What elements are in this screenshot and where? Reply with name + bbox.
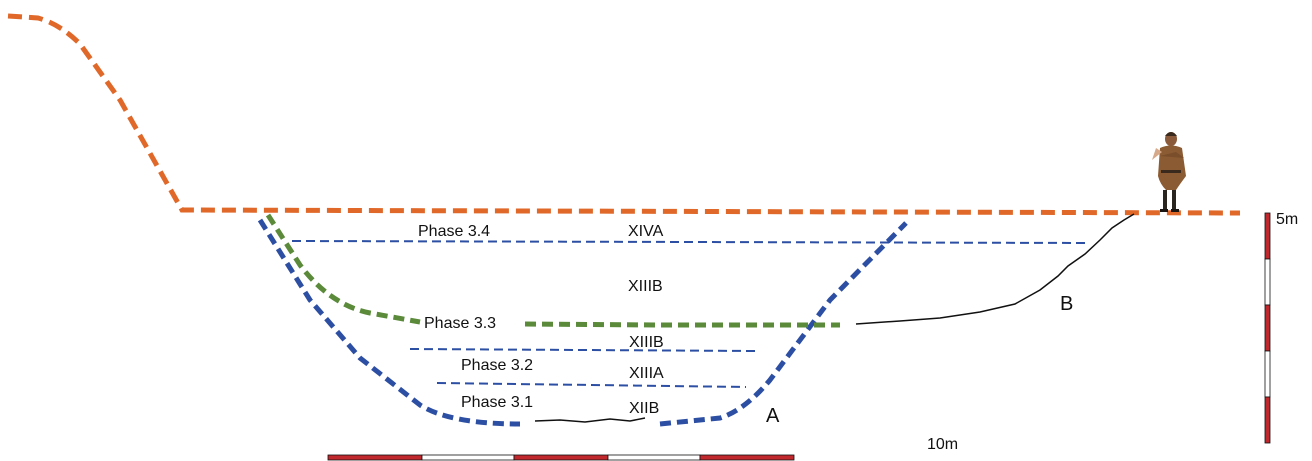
label-phase-3-2: Phase 3.2 [461, 357, 533, 374]
label-xiiib-upper: XIIIB [628, 278, 663, 295]
vertical-scale-label: 5m [1276, 211, 1298, 228]
label-phase-3-3: Phase 3.3 [424, 315, 496, 332]
label-xiib: XIIB [629, 400, 659, 417]
horizontal-scale-bar [327, 454, 795, 461]
vertical-scale-bar [1264, 212, 1271, 444]
label-xiiia: XIIIA [629, 365, 664, 382]
ditch-cut-line [257, 218, 521, 427]
layer-line-xiiia [436, 382, 747, 388]
bottom-surface-line [534, 417, 646, 423]
phase-3-3-base-line [524, 321, 840, 328]
layer-line-phase-3-4 [291, 240, 1089, 244]
ground-surface-line [7, 13, 1241, 216]
label-phase-3-1: Phase 3.1 [461, 394, 533, 411]
phase-3-3-recut-line [265, 213, 421, 325]
layer-line-xiiib [409, 348, 756, 352]
label-b: B [1060, 293, 1073, 315]
label-a: A [766, 405, 780, 427]
label-xiva: XIVA [628, 223, 664, 240]
human-figure-icon [1152, 132, 1186, 212]
ditch-cut-line-right [659, 221, 908, 427]
label-phase-3-4: Phase 3.4 [418, 223, 490, 240]
label-xiiib-lower: XIIIB [629, 334, 664, 351]
section-b-profile-line [855, 213, 1135, 325]
horizontal-scale-label: 10m [927, 436, 958, 453]
